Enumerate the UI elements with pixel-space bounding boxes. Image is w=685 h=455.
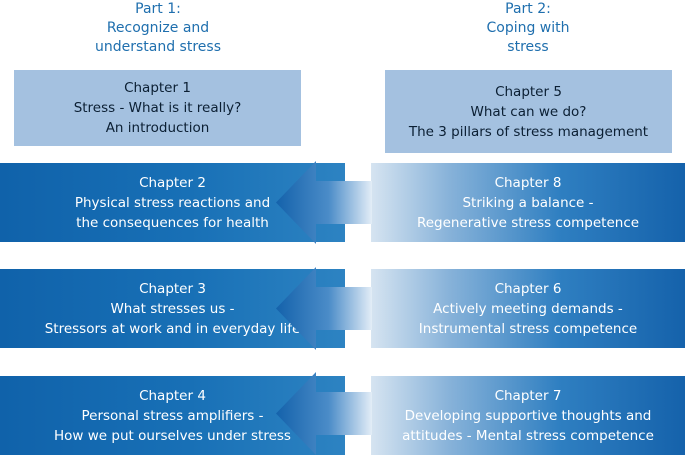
part1-line-3: understand stress: [94, 39, 221, 55]
chapter-4-line-2: Personal stress amplifiers -: [81, 407, 264, 424]
chapter-3-title: Chapter 3: [139, 280, 206, 297]
chapter-1-line-2: Stress - What is it really?: [73, 100, 242, 116]
chapter-3-box: Chapter 3 What stresses us - Stressors a…: [0, 269, 345, 348]
chapter-3-line-2: What stresses us -: [110, 300, 235, 317]
left-arrow-icon: [276, 161, 372, 244]
part2-line-2: Coping with: [486, 20, 570, 36]
chapter-5-box: Chapter 5 What can we do? The 3 pillars …: [385, 70, 672, 153]
chapter-5-title: Chapter 5: [495, 83, 562, 100]
part2-heading: Part 2: Coping with stress: [413, 0, 643, 57]
part1-line-2: Recognize and: [106, 20, 210, 36]
part1-line-1: Part 1:: [135, 1, 181, 17]
chapter-1-line-3: An introduction: [105, 120, 210, 136]
chapter-4-box: Chapter 4 Personal stress amplifiers - H…: [0, 376, 345, 455]
chapter-7-line-2: Developing supportive thoughts and: [404, 407, 652, 424]
part2-line-3: stress: [507, 39, 549, 55]
chapter-2-line-2: Physical stress reactions and: [74, 194, 271, 211]
left-arrow-icon: [276, 372, 372, 455]
part1-heading: Part 1: Recognize and understand stress: [43, 0, 273, 57]
chapter-7-box: Chapter 7 Developing supportive thoughts…: [371, 376, 685, 455]
chapter-4-line-3: How we put ourselves under stress: [54, 427, 291, 444]
chapter-2-title: Chapter 2: [139, 174, 206, 191]
chapter-8-line-2: Striking a balance -: [462, 194, 594, 211]
chapter-8-line-3: Regenerative stress competence: [416, 214, 640, 231]
chapter-4-title: Chapter 4: [139, 387, 206, 404]
chapter-8-title: Chapter 8: [494, 174, 562, 191]
chapter-6-line-3: Instrumental stress competence: [418, 320, 638, 337]
chapter-6-line-2: Actively meeting demands -: [433, 300, 623, 317]
chapter-1-title: Chapter 1: [124, 80, 191, 96]
chapter-7-title: Chapter 7: [494, 387, 562, 404]
chapter-6-box: Chapter 6 Actively meeting demands - Ins…: [371, 269, 685, 348]
chapter-1-box: Chapter 1 Stress - What is it really? An…: [14, 70, 301, 146]
chapter-7-line-3: attitudes - Mental stress competence: [402, 427, 654, 444]
chapter-3-line-3: Stressors at work and in everyday life: [44, 320, 301, 337]
chapter-8-box: Chapter 8 Striking a balance - Regenerat…: [371, 163, 685, 242]
chapter-6-title: Chapter 6: [494, 280, 562, 297]
chapter-2-line-3: the consequences for health: [76, 214, 269, 231]
chapter-5-line-3: The 3 pillars of stress management: [408, 123, 649, 140]
chapter-5-line-2: What can we do?: [470, 103, 587, 120]
left-arrow-icon: [276, 267, 372, 350]
part2-line-1: Part 2:: [505, 1, 551, 17]
